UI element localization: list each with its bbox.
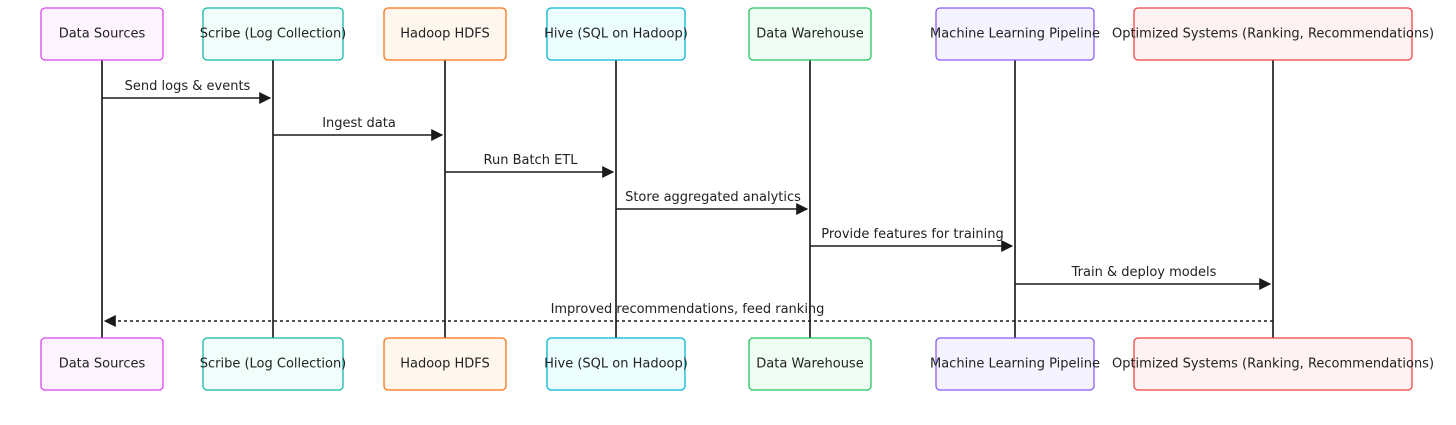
participant-label: Data Warehouse — [756, 357, 863, 372]
participants-bottom: Data Sources Scribe (Log Collection) Hadoo… — [40, 337, 1434, 391]
participant-box — [935, 337, 1095, 391]
message-label: Store aggregated analytics — [625, 190, 801, 205]
participant-box — [546, 337, 686, 391]
message-label: Train & deploy models — [1071, 265, 1217, 280]
message-1: Send logs & events — [102, 79, 272, 104]
participant-top-scribe: Scribe (Log Collection) — [200, 7, 347, 61]
participant-bottom-optimized: Optimized Systems (Ranking, Recommendati… — [1112, 337, 1434, 391]
participant-box — [383, 7, 507, 61]
participant-label: Hadoop HDFS — [400, 357, 490, 372]
message-5: Provide features for training — [810, 227, 1014, 252]
participants-top: Data Sources Scribe (Log Collection) Hadoo… — [40, 7, 1434, 61]
message-label: Improved recommendations, feed ranking — [551, 302, 825, 317]
message-4: Store aggregated analytics — [616, 190, 809, 215]
message-label: Send logs & events — [125, 79, 251, 94]
participant-label: Machine Learning Pipeline — [930, 27, 1100, 42]
message-2: Ingest data — [273, 116, 444, 141]
participant-box — [1133, 337, 1413, 391]
message-label: Provide features for training — [821, 227, 1004, 242]
message-label: Ingest data — [322, 116, 396, 131]
lifelines — [101, 60, 1274, 338]
participant-top-hive: Hive (SQL on Hadoop) — [544, 7, 688, 61]
participant-box — [40, 337, 164, 391]
participant-box — [1133, 7, 1413, 61]
participant-bottom-data-sources: Data Sources — [40, 337, 164, 391]
participant-box — [383, 337, 507, 391]
participant-label: Hive (SQL on Hadoop) — [544, 357, 688, 372]
participant-bottom-ml: Machine Learning Pipeline — [930, 337, 1100, 391]
participant-bottom-hive: Hive (SQL on Hadoop) — [544, 337, 688, 391]
participant-top-data-sources: Data Sources — [40, 7, 164, 61]
participant-top-hdfs: Hadoop HDFS — [383, 7, 507, 61]
participant-label: Data Sources — [59, 27, 146, 42]
participant-label: Optimized Systems (Ranking, Recommendati… — [1112, 27, 1434, 42]
message-3: Run Batch ETL — [445, 153, 615, 178]
participant-label: Hive (SQL on Hadoop) — [544, 27, 688, 42]
participant-box — [748, 337, 872, 391]
participant-bottom-hdfs: Hadoop HDFS — [383, 337, 507, 391]
participant-top-warehouse: Data Warehouse — [748, 7, 872, 61]
participant-bottom-scribe: Scribe (Log Collection) — [200, 337, 347, 391]
participant-label: Data Warehouse — [756, 27, 863, 42]
participant-label: Scribe (Log Collection) — [200, 357, 347, 372]
message-7: Improved recommendations, feed ranking — [103, 302, 1273, 327]
participant-box — [202, 7, 344, 61]
participant-box — [40, 7, 164, 61]
participant-label: Optimized Systems (Ranking, Recommendati… — [1112, 357, 1434, 372]
participant-box — [546, 7, 686, 61]
participant-top-ml: Machine Learning Pipeline — [930, 7, 1100, 61]
participant-label: Data Sources — [59, 357, 146, 372]
participant-box — [202, 337, 344, 391]
participant-label: Scribe (Log Collection) — [200, 27, 347, 42]
participant-label: Hadoop HDFS — [400, 27, 490, 42]
participant-bottom-warehouse: Data Warehouse — [748, 337, 872, 391]
participant-top-optimized: Optimized Systems (Ranking, Recommendati… — [1112, 7, 1434, 61]
message-label: Run Batch ETL — [484, 153, 579, 168]
participant-box — [935, 7, 1095, 61]
message-6: Train & deploy models — [1015, 265, 1272, 290]
participant-box — [748, 7, 872, 61]
participant-label: Machine Learning Pipeline — [930, 357, 1100, 372]
